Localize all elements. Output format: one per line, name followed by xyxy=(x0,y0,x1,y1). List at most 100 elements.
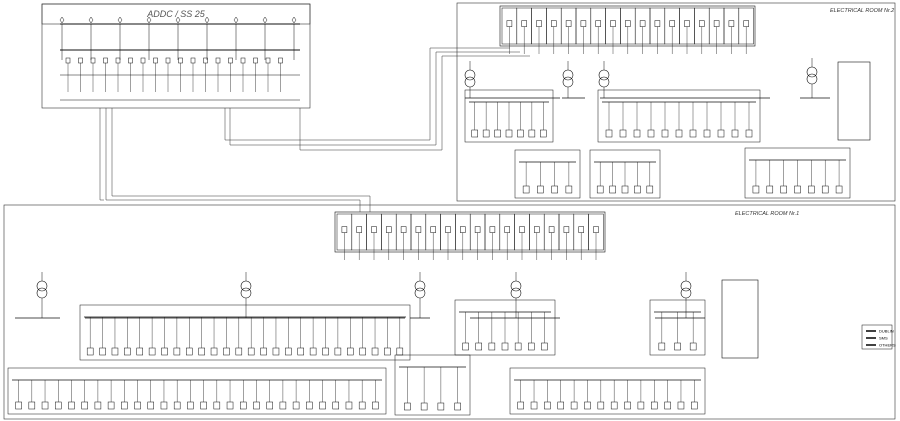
panel-load xyxy=(661,129,669,138)
distribution-panel xyxy=(394,354,471,416)
panel-load xyxy=(160,401,168,410)
room1-switchboard-cells xyxy=(336,213,604,260)
panel-load xyxy=(675,129,683,138)
cell-breaker xyxy=(654,20,661,27)
cell-breaker xyxy=(460,226,466,233)
distribution-panel xyxy=(79,304,411,361)
panel-load xyxy=(835,185,843,194)
cell-breaker xyxy=(593,226,599,233)
panel-load xyxy=(731,129,739,138)
panel-load xyxy=(780,185,787,194)
panel-load xyxy=(766,185,774,194)
panel-load xyxy=(454,402,461,411)
feeder-breaker-icon xyxy=(59,16,65,24)
panel-load xyxy=(674,342,681,351)
panel-load xyxy=(808,185,815,194)
distribution-panel xyxy=(589,149,661,199)
transformer-secondary xyxy=(680,287,692,299)
cell-breaker xyxy=(713,20,720,27)
panel-load xyxy=(260,347,267,356)
panel-load xyxy=(111,347,119,356)
room2-frame xyxy=(456,2,896,202)
room2-title: ELECTRICAL ROOM Nr.2 xyxy=(830,8,894,14)
cell-breaker xyxy=(400,226,407,233)
feeder-breaker xyxy=(215,57,221,64)
panel-load xyxy=(148,347,156,356)
distribution-panel xyxy=(454,299,556,356)
cell-breaker xyxy=(341,226,348,233)
legend-frame xyxy=(861,324,893,350)
cell-breaker xyxy=(386,226,392,233)
feeder-breaker-icon xyxy=(88,16,94,24)
panel-load xyxy=(279,401,287,410)
panel-load xyxy=(272,347,280,356)
panel-load xyxy=(235,347,243,356)
panel-load xyxy=(658,342,666,351)
cell-breaker xyxy=(565,20,572,27)
panel-load xyxy=(462,342,469,351)
distribution-panel xyxy=(514,149,581,199)
panel-load xyxy=(605,129,613,138)
panel-load xyxy=(372,401,379,410)
panel-load xyxy=(15,401,22,410)
feeder-breaker xyxy=(153,57,158,64)
panel-load xyxy=(677,401,685,410)
panel-load xyxy=(537,185,544,194)
panel-load xyxy=(247,347,255,356)
panel-load xyxy=(689,342,697,351)
feeder-breaker-icon xyxy=(146,16,152,24)
feeder-breaker-icon xyxy=(175,16,181,24)
panel-load xyxy=(186,347,193,356)
cell-breaker xyxy=(728,20,735,27)
panel-load xyxy=(703,129,711,138)
transformer-secondary xyxy=(464,76,476,88)
legend: DUBLIN SMS OTHERS xyxy=(861,324,896,350)
panel-load xyxy=(226,401,234,410)
panel-load xyxy=(359,347,366,356)
distribution-panel xyxy=(649,299,706,356)
panel-load xyxy=(475,342,482,351)
panel-load xyxy=(557,401,564,410)
cell-breaker xyxy=(699,20,705,27)
feeder-breaker xyxy=(278,57,283,64)
panel-load xyxy=(68,401,75,410)
feeder-breaker xyxy=(65,57,71,64)
cell-breaker xyxy=(536,20,542,27)
room1-side-cabinet xyxy=(721,279,759,359)
transformer-secondary xyxy=(806,73,818,85)
panel-load xyxy=(437,402,445,411)
panel-load xyxy=(107,401,115,410)
panel-load xyxy=(306,401,313,410)
panel-load xyxy=(488,342,496,351)
cable-route xyxy=(99,108,104,201)
panel-load xyxy=(691,401,698,410)
legend-label-1: SMS xyxy=(879,336,888,341)
transformer-secondary xyxy=(562,76,574,88)
panel-load xyxy=(187,401,194,410)
panel-load xyxy=(752,185,760,194)
cell-breaker xyxy=(356,226,362,233)
cell-breaker xyxy=(684,20,690,27)
panel-load xyxy=(540,129,547,138)
panel-load xyxy=(471,129,478,138)
cell-breaker xyxy=(580,20,587,27)
cable-route xyxy=(224,47,510,141)
feeder-breaker-icon xyxy=(117,16,123,24)
cell-breaker xyxy=(548,226,555,233)
distribution-panel xyxy=(744,147,851,199)
panel-load xyxy=(99,347,106,356)
distribution-panel xyxy=(597,89,761,143)
panel-load xyxy=(528,129,536,138)
panel-load xyxy=(570,401,578,410)
panel-load xyxy=(651,401,658,410)
panel-load xyxy=(609,185,616,194)
panel-load xyxy=(647,129,655,138)
panel-load xyxy=(285,347,292,356)
cell-breaker xyxy=(610,20,616,27)
transformer-secondary xyxy=(414,287,426,299)
cell-breaker xyxy=(474,226,481,233)
panel-load xyxy=(717,129,725,138)
panel-load xyxy=(345,401,353,410)
cable-route xyxy=(105,108,361,212)
